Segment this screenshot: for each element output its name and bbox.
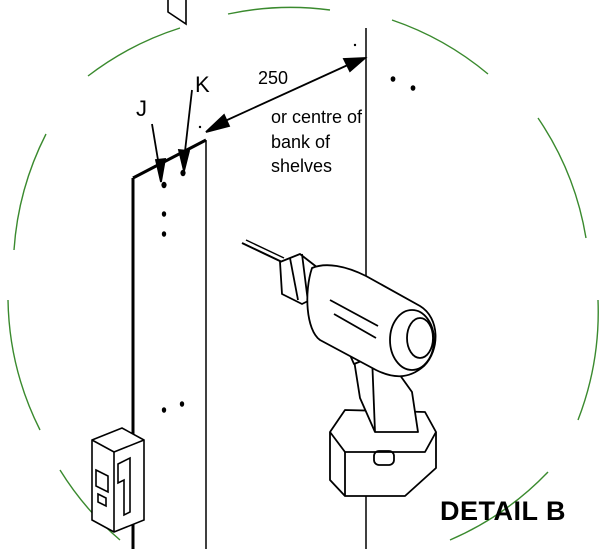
- dimension-value: 250: [258, 68, 289, 88]
- shelf-fragment: [167, 0, 187, 26]
- wall-bracket: [91, 427, 145, 533]
- leader-arrows: [151, 89, 193, 183]
- label-j: J: [136, 96, 147, 121]
- dimension-note-line2: bank of: [271, 132, 331, 152]
- label-k: K: [195, 72, 210, 97]
- dimension-note-line1: or centre of: [271, 107, 363, 127]
- detail-circle: [7, 6, 599, 541]
- detail-title: DETAIL B: [440, 496, 567, 526]
- dimension-note-line3: shelves: [271, 156, 333, 176]
- dimension-250: [205, 56, 368, 133]
- cordless-drill: [241, 239, 437, 497]
- holes: [161, 43, 416, 413]
